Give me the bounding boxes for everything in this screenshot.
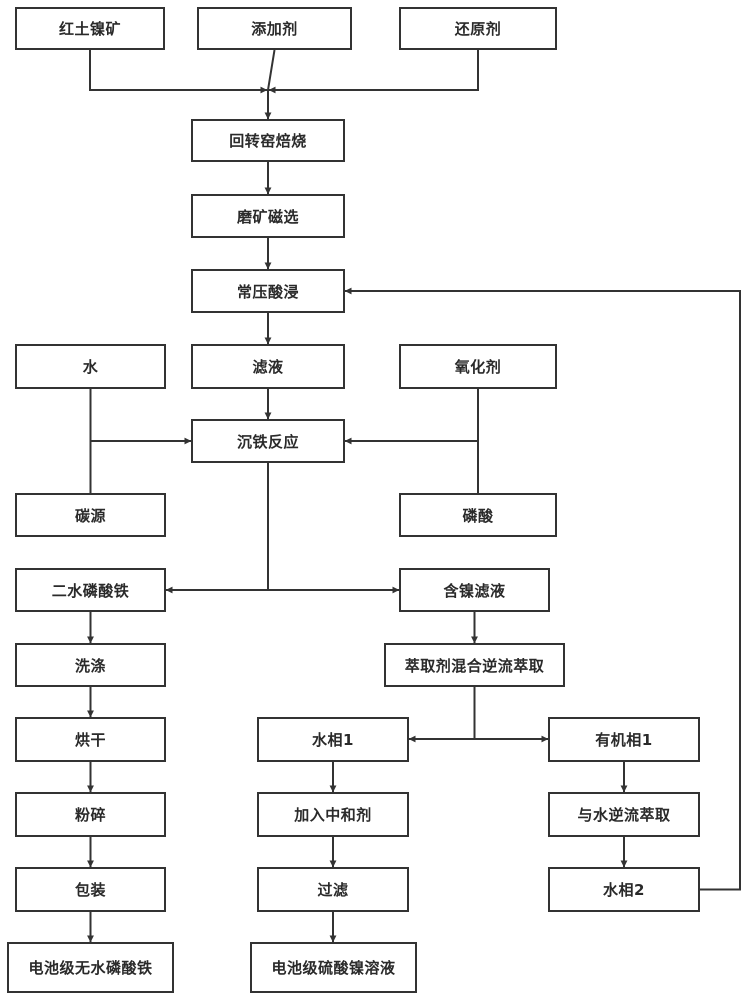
node-aqueous1: 水相1 [257,717,409,762]
node-acid-leach: 常压酸浸 [191,269,345,313]
node-label: 水 [82,358,99,376]
node-additive: 添加剂 [197,7,352,50]
node-crushing: 粉碎 [15,792,166,837]
node-water-counter: 与水逆流萃取 [548,792,700,837]
node-filtrate: 滤液 [191,344,345,389]
node-rotary-kiln: 回转窑焙烧 [191,119,345,162]
node-label: 洗涤 [74,656,106,675]
node-fepo4-battery: 电池级无水磷酸铁 [7,942,174,993]
node-label: 水相2 [603,881,645,899]
node-washing: 洗涤 [15,643,166,687]
node-drying: 烘干 [15,717,166,762]
node-label: 氧化剂 [454,358,502,376]
node-oxidant: 氧化剂 [399,344,557,389]
node-label: 回转窑焙烧 [229,132,307,150]
edge-water-to-iron-precip [89,389,192,445]
node-label: 磨矿磁选 [236,207,299,226]
node-label: 过滤 [317,881,349,899]
node-label: 添加剂 [251,20,298,38]
node-water: 水 [15,344,166,389]
node-aqueous2: 水相2 [548,867,700,912]
node-extraction: 萃取剂混合逆流萃取 [384,643,565,687]
node-phosphoric-acid: 磷酸 [399,493,557,537]
edge-laterite-to-rotary-kiln [89,50,268,94]
edge-additive-to-rotary-kiln [264,49,276,120]
node-fepo4-dihydrate: 二水磷酸铁 [15,568,166,612]
node-label: 还原剂 [454,20,502,38]
edge-iron-precip-to-fepo4-dihydrate [165,463,269,594]
node-label: 红土镍矿 [58,20,121,38]
node-iron-precip: 沉铁反应 [191,419,345,463]
node-label: 粉碎 [74,806,106,824]
node-neutralizer: 加入中和剂 [257,792,409,837]
node-carbon-source: 碳源 [15,493,166,537]
node-label: 包装 [74,881,106,899]
edge-reductant-to-rotary-kiln [268,50,479,94]
node-label: 烘干 [74,731,106,749]
node-label: 碳源 [74,506,106,525]
node-reductant: 还原剂 [399,7,557,50]
edge-aqueous2-to-acid-leach [344,287,741,891]
node-label: 水相1 [312,731,354,749]
edge-extraction-to-aqueous1 [408,687,476,743]
node-laterite: 红土镍矿 [15,7,165,50]
node-ni-filtrate: 含镍滤液 [399,568,550,612]
node-label: 滤液 [252,358,284,376]
node-label: 磷酸 [462,506,494,525]
node-label: 二水磷酸铁 [51,581,130,600]
node-organic1: 有机相1 [548,717,700,762]
node-filtration: 过滤 [257,867,409,912]
node-label: 萃取剂混合逆流萃取 [404,656,545,675]
node-packaging: 包装 [15,867,166,912]
node-label: 与水逆流萃取 [577,806,671,824]
node-label: 加入中和剂 [294,806,372,824]
node-grinding: 磨矿磁选 [191,194,345,238]
node-label: 电池级硫酸镍溶液 [271,959,396,977]
node-label: 沉铁反应 [236,432,299,451]
node-niso4-battery: 电池级硫酸镍溶液 [250,942,417,993]
node-label: 含镍滤液 [443,581,506,600]
node-label: 有机相1 [595,731,653,749]
edge-oxidant-to-iron-precip [344,389,479,445]
node-label: 电池级无水磷酸铁 [28,959,153,977]
node-label: 常压酸浸 [236,282,299,301]
